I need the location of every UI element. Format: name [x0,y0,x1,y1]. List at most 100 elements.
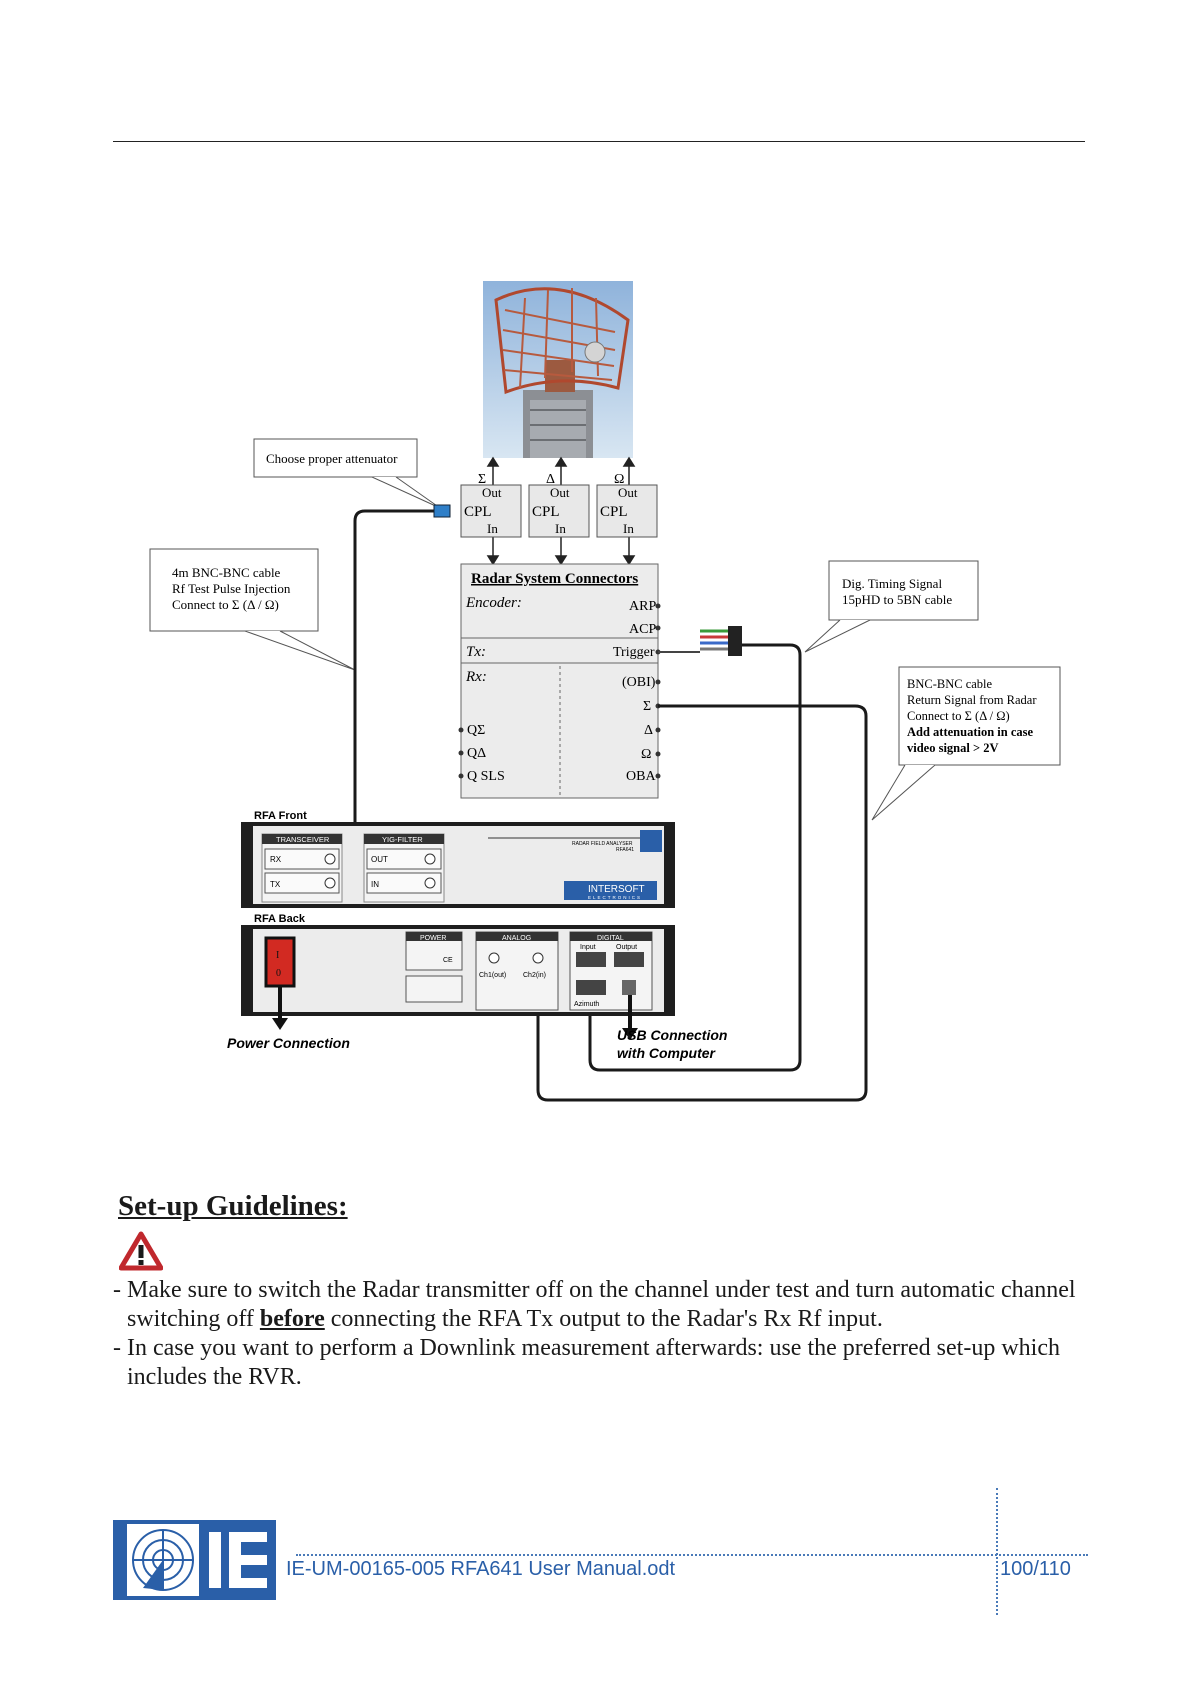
bullet-text: In case you want to perform a Downlink m… [127,1335,1060,1390]
cpl-out-label: Out [550,485,570,500]
cpl-label: CPL [532,504,560,520]
cpl-label: CPL [600,504,628,520]
timing-signal-callout: Dig. Timing Signal 15pHD to 5BN cable [804,560,979,653]
rx-port-label: RX [270,855,282,864]
cpl-up-arrows [486,456,636,566]
bullet-text: Make sure to switch the Radar transmitte… [127,1277,1076,1332]
obi-label: (OBI) [622,675,656,690]
cpl-in-label: In [487,521,498,536]
radar-connectors-panel: Radar System Connectors Encoder: ARP ACP… [458,563,661,799]
cpl-box-omega: Ω Out CPL In [596,472,658,538]
rfa-front-label: RFA Front [254,810,307,822]
ch2-label: Ch2(in) [523,972,546,979]
usb-connection-label: USB Connection [617,1027,727,1043]
sigma-label: Σ [643,699,651,714]
attenuator-connector [433,504,451,518]
cpl-in-label: In [623,521,634,536]
return-note-line: video signal > 2V [907,741,999,755]
input-label: Input [580,944,596,951]
header-rule [113,141,1085,142]
footer-vertical-divider [996,1488,998,1615]
footer-page-number: 100/110 [1000,1558,1071,1580]
bnc-cable-callout: 4m BNC-BNC cable Rf Test Pulse Injection… [149,548,356,671]
rfa-logo-icon [640,830,662,852]
return-note-line: Connect to Σ (Δ / Ω) [907,709,1010,723]
q-sls-label: Q SLS [467,769,505,784]
radar-antenna-image [483,281,633,458]
return-signal-cable [536,704,868,1102]
omega-label: Ω [641,747,651,762]
cpl-box-sigma: Σ Out CPL In [460,472,522,538]
intersoft-logo [564,881,657,900]
return-note-line: BNC-BNC cable [907,677,993,691]
analog-label: ANALOG [502,935,531,942]
connectors-title: Radar System Connectors [471,571,638,587]
intersoft-sub: ELECTRONICS [588,895,642,900]
ie-logo [113,1520,276,1600]
transceiver-label: TRANSCEIVER [276,835,330,844]
timing-note-line: 15pHD to 5BN cable [842,592,952,607]
intersoft-brand: INTERSOFT [588,884,645,895]
power-connection-label: Power Connection [227,1035,350,1051]
usb-connection-label: with Computer [617,1045,717,1061]
guidelines-list: - Make sure to switch the Radar transmit… [113,1276,1093,1392]
cpl-in-label: In [555,521,566,536]
cpl-out-label: Out [618,485,638,500]
return-signal-callout: BNC-BNC cable Return Signal from Radar C… [871,666,1061,821]
power-switch [264,936,296,988]
cpl-symbol-omega: Ω [614,472,624,487]
cpl-label: CPL [464,504,492,520]
out-port-label: OUT [371,855,388,864]
analyzer-title: RADAR FIELD ANALYSER [572,841,633,847]
trigger-label: Trigger [613,645,655,660]
timing-signal-cable [588,643,802,1072]
bnc-note-line: Rf Test Pulse Injection [172,581,291,596]
acp-label: ACP [629,622,656,637]
digital-label: DIGITAL [597,935,624,942]
output-port-icon [614,952,644,967]
cpl-box-delta: Δ Out CPL In [528,472,590,538]
switch-off-label: 0 [276,968,281,979]
q-delta-label: QΔ [467,746,486,761]
bullet-emphasis: before [259,1306,325,1332]
rfa-front-panel: RFA Front TRANSCEIVER RX TX YIG-FILTER O… [241,810,675,908]
footer-divider [296,1554,1088,1556]
in-port-label: IN [371,880,379,889]
warning-icon [119,1231,163,1271]
power-label: POWER [420,935,446,942]
output-label: Output [616,944,637,951]
return-note-line: Add attenuation in case [907,725,1034,739]
arp-label: ARP [629,599,656,614]
timing-note-line: Dig. Timing Signal [842,576,942,591]
ce-mark: CE [443,957,453,964]
oba-label: OBA [626,769,656,784]
tx-label: Tx: [466,644,486,660]
delta-label: Δ [644,723,653,738]
power-cord [272,986,288,1030]
footer-document-name: IE-UM-00165-005 RFA641 User Manual.odt [286,1558,676,1580]
encoder-label: Encoder: [465,595,522,611]
q-sigma-label: QΣ [467,723,485,738]
attenuator-note: Choose proper attenuator [266,451,398,466]
dsub-cable-connector [658,626,742,656]
analyzer-model: RFA641 [616,847,634,853]
rfa-back-label: RFA Back [254,913,306,925]
list-item: - Make sure to switch the Radar transmit… [113,1277,1076,1332]
setup-guidelines-title: Set-up Guidelines: [118,1190,348,1222]
switch-on-label: I [276,950,279,961]
ch1-label: Ch1(out) [479,972,506,979]
usb-cord [622,995,638,1040]
input-port-icon [576,952,606,967]
return-note-line: Return Signal from Radar [907,693,1037,707]
yig-filter-label: YIG-FILTER [382,835,423,844]
rx-label: Rx: [465,669,487,685]
azimuth-label: Azimuth [574,1001,599,1008]
tx-port-label: TX [270,880,281,889]
list-item: - In case you want to perform a Downlink… [113,1335,1060,1390]
attenuator-callout: Choose proper attenuator [253,438,441,509]
radar-setup-diagram: Choose proper attenuator Σ Out CPL In Δ … [149,281,1061,1102]
rfa-back-panel: RFA Back I 0 POWER CE ANALOG Ch1(out) Ch… [241,913,675,1016]
cpl-symbol-sigma: Σ [478,472,486,487]
usb-port-icon [622,980,636,995]
azimuth-port-icon [576,980,606,995]
